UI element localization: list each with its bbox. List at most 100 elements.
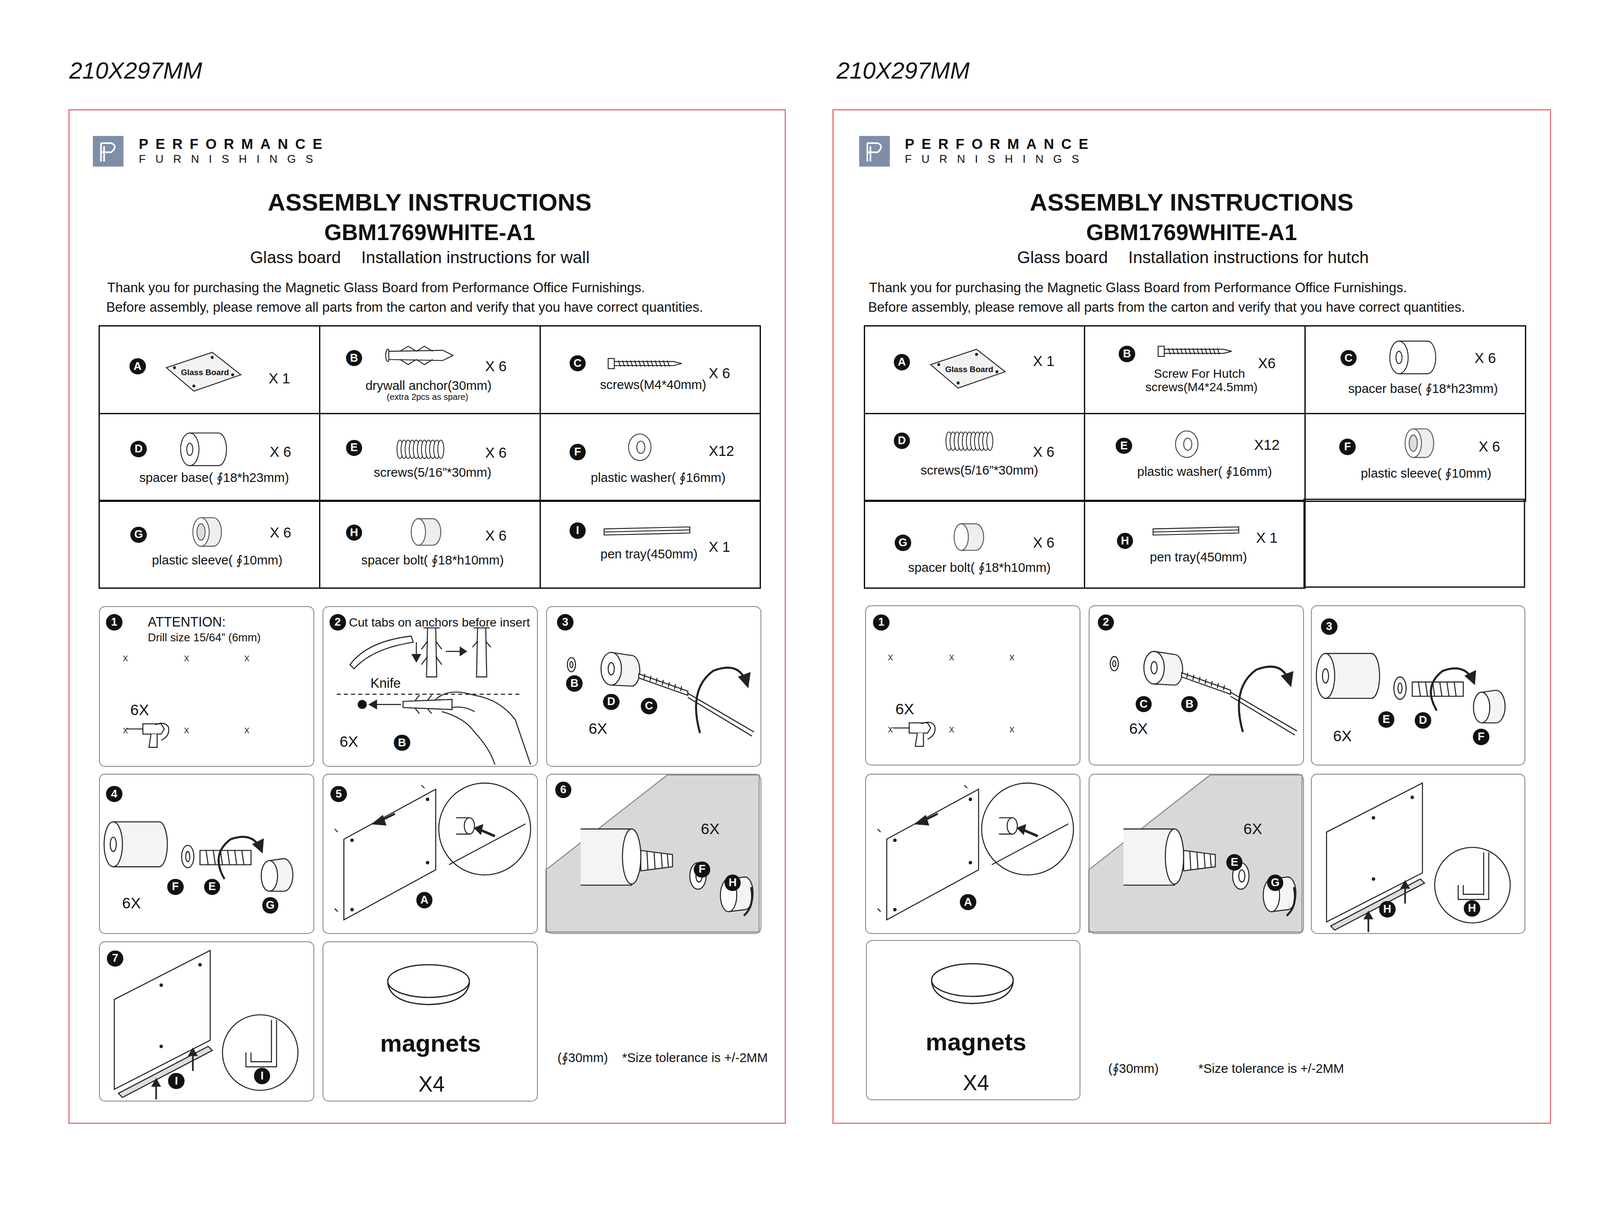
callout-number: E bbox=[1226, 853, 1243, 871]
callout-number: 3 bbox=[556, 613, 574, 631]
text-label: 6X bbox=[701, 819, 720, 838]
text-label: spacer base( ∮18*h23mm) bbox=[1348, 381, 1498, 397]
text-label: 6X bbox=[1333, 726, 1352, 745]
text-label: x bbox=[184, 724, 190, 737]
parts-table-cell: HX 6spacer bolt( ∮18*h10mm) bbox=[319, 499, 541, 589]
magnet-illustration bbox=[931, 963, 1014, 1004]
text-label: (∮30mm) bbox=[557, 1050, 608, 1065]
thread-screw-icon bbox=[396, 440, 444, 459]
text-label: Cut tabs on anchors before insert bbox=[348, 615, 531, 629]
text-label: X 6 bbox=[269, 524, 291, 541]
step-panel: 2Cut tabs on anchors before insertKnife6… bbox=[322, 605, 538, 767]
text-label: x bbox=[888, 651, 894, 663]
text-label: Screw For Hutch bbox=[1153, 366, 1245, 381]
callout-number: E bbox=[1116, 437, 1133, 455]
callout-number: F bbox=[1472, 728, 1490, 745]
callout-number: C bbox=[569, 355, 587, 372]
callout-number: A bbox=[893, 353, 911, 371]
step-panel: 5A bbox=[322, 773, 538, 934]
text-label: screws(M4*24.5mm) bbox=[1145, 379, 1258, 394]
parts-table-cell: EX12plastic washer( ∮16mm) bbox=[1083, 412, 1306, 502]
parts-table-cell: BX6Screw For Hutchscrews(M4*24.5mm) bbox=[1083, 325, 1306, 415]
text-label: Drill size 15/64” (6mm) bbox=[147, 631, 261, 645]
text-label: x bbox=[244, 651, 250, 664]
text-label: X 6 bbox=[485, 444, 507, 461]
text-label: X 6 bbox=[1033, 443, 1055, 461]
spacer-bolt-illustration bbox=[1316, 653, 1505, 723]
text-label: X4 bbox=[962, 1069, 989, 1095]
text-label: x bbox=[949, 651, 955, 663]
text-label: 6X bbox=[1243, 819, 1263, 838]
text-label: spacer bolt( ∮18*h10mm) bbox=[361, 552, 504, 568]
text-label: x bbox=[888, 723, 894, 736]
callout-number: 2 bbox=[329, 613, 346, 631]
page-size-label: 210X297MM bbox=[836, 56, 970, 84]
text-label: 6X bbox=[588, 719, 608, 738]
text-label: Glass Board bbox=[181, 367, 230, 378]
text-label: 6X bbox=[130, 701, 149, 719]
text-label: x bbox=[244, 724, 250, 737]
text-label: GBM1769WHITE-A1 bbox=[1086, 219, 1298, 246]
callout-number: A bbox=[129, 358, 146, 375]
text-label: Knife bbox=[370, 675, 402, 692]
text-label: X 6 bbox=[1474, 349, 1496, 367]
sleeve-icon bbox=[1405, 428, 1434, 458]
callout-number: B bbox=[566, 674, 583, 692]
callout-number: B bbox=[393, 734, 411, 751]
text-label: Thank you for purchasing the Magnetic Gl… bbox=[107, 279, 646, 296]
parts-table-cell: CX 6screws(M4*40mm) bbox=[539, 325, 761, 415]
pen-tray-icon bbox=[604, 526, 690, 535]
text-label: 6X bbox=[121, 894, 141, 912]
text-label: X 1 bbox=[1033, 352, 1055, 370]
callout-number: F bbox=[694, 861, 711, 878]
text-label: Thank you for purchasing the Magnetic Gl… bbox=[869, 279, 1407, 296]
cap-illustration bbox=[1088, 774, 1302, 932]
text-label: screws(5/16”*30mm) bbox=[373, 464, 492, 480]
step-panel: magnetsX4 bbox=[865, 939, 1081, 1100]
callout-number: E bbox=[345, 439, 363, 457]
text-label: Before assembly, please remove all parts… bbox=[106, 299, 704, 316]
text-label: x bbox=[122, 651, 129, 664]
spacer-icon bbox=[1389, 341, 1436, 374]
pen-tray-icon bbox=[1152, 526, 1239, 535]
text-label: X 1 bbox=[1256, 529, 1278, 547]
callout-number: I bbox=[569, 522, 587, 539]
text-label: ATTENTION: bbox=[147, 614, 226, 630]
text-label: X 1 bbox=[708, 538, 731, 556]
callout-number: F bbox=[167, 878, 184, 896]
empty-table-cell bbox=[1303, 499, 1525, 587]
text-label: (∮30mm) bbox=[1108, 1060, 1159, 1076]
instruction-sheet: PERFORMANCEFURNISHINGSASSEMBLY INSTRUCTI… bbox=[68, 109, 786, 1124]
callout-number: H bbox=[345, 524, 363, 541]
text-label: *Size tolerance is +/-2MM bbox=[1198, 1060, 1345, 1076]
step-panel: 36XEDF bbox=[1310, 605, 1526, 766]
parts-table-cell: GX 6spacer bolt( ∮18*h10mm) bbox=[863, 499, 1086, 589]
text-label: x bbox=[184, 651, 190, 664]
text-label: X 6 bbox=[485, 358, 507, 375]
text-label: plastic sleeve( ∮10mm) bbox=[151, 552, 283, 568]
parts-table-cell: DX 6spacer base( ∮18*h23mm) bbox=[98, 412, 321, 502]
text-label: Installation instructions for wall bbox=[361, 247, 590, 267]
text-label: *Size tolerance is +/-2MM bbox=[622, 1050, 768, 1065]
text-label: plastic washer( ∮16mm) bbox=[590, 470, 726, 485]
callout-number: D bbox=[602, 693, 620, 711]
text-label: plastic washer( ∮16mm) bbox=[1137, 464, 1272, 479]
glass-board-illustration bbox=[877, 783, 1074, 920]
step-panel: 1xxx6Xxxx bbox=[865, 605, 1081, 766]
text-label: plastic sleeve( ∮10mm) bbox=[1360, 465, 1492, 481]
text-label: Installation instructions for hutch bbox=[1128, 247, 1369, 267]
callout-number: F bbox=[569, 443, 587, 461]
parts-table-cell: AGlass BoardX 1 bbox=[863, 325, 1086, 415]
callout-number: 2 bbox=[1097, 614, 1115, 631]
glass-board-illustration bbox=[334, 783, 531, 920]
step-panel: 2CB6X bbox=[1088, 605, 1304, 766]
text-label: spacer base( ∮18*h23mm) bbox=[139, 470, 290, 485]
glass-board-icon bbox=[166, 352, 241, 391]
callout-number: 1 bbox=[872, 614, 890, 631]
sleeve-icon bbox=[192, 517, 222, 547]
text-label: 6X bbox=[1129, 719, 1148, 738]
callout-number: 3 bbox=[1320, 618, 1338, 635]
anchor-cut-illustration bbox=[336, 627, 531, 765]
text-label: X 6 bbox=[1033, 534, 1055, 551]
